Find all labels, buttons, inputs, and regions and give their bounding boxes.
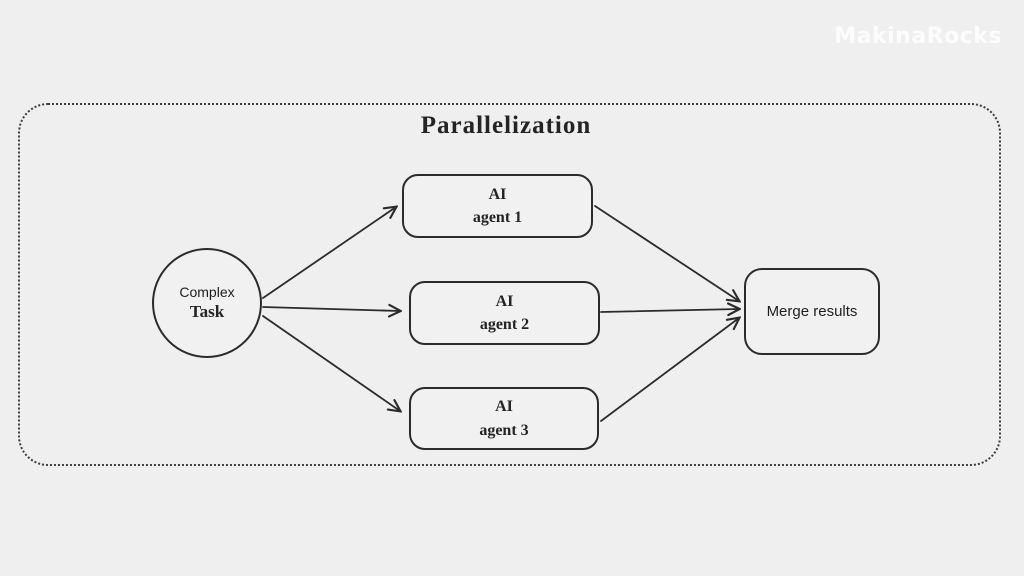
node-merge-results: Merge results xyxy=(744,268,880,355)
complex-task-label-line1: Complex xyxy=(179,284,235,300)
agent3-label-line1: AI xyxy=(495,398,513,416)
agent2-label-line2: agent 2 xyxy=(479,316,530,333)
diagram-dotted-frame xyxy=(18,103,1001,466)
complex-task-label-line2: Task xyxy=(189,302,225,321)
node-ai-agent-3: AI agent 3 xyxy=(409,387,599,450)
node-complex-task: Complex Task xyxy=(152,248,262,358)
diagram-title: Parallelization xyxy=(420,112,592,139)
makinarocks-logo: MakinaRocks xyxy=(834,24,1002,49)
agent3-label-line2: agent 3 xyxy=(479,421,529,439)
agent2-label-line1: AI xyxy=(495,292,514,310)
merge-results-label: Merge results xyxy=(766,303,858,320)
agent1-label-line2: agent 1 xyxy=(472,209,523,226)
node-ai-agent-2: AI agent 2 xyxy=(409,281,600,345)
node-ai-agent-1: AI agent 1 xyxy=(402,174,593,238)
agent1-label-line1: AI xyxy=(488,185,507,203)
